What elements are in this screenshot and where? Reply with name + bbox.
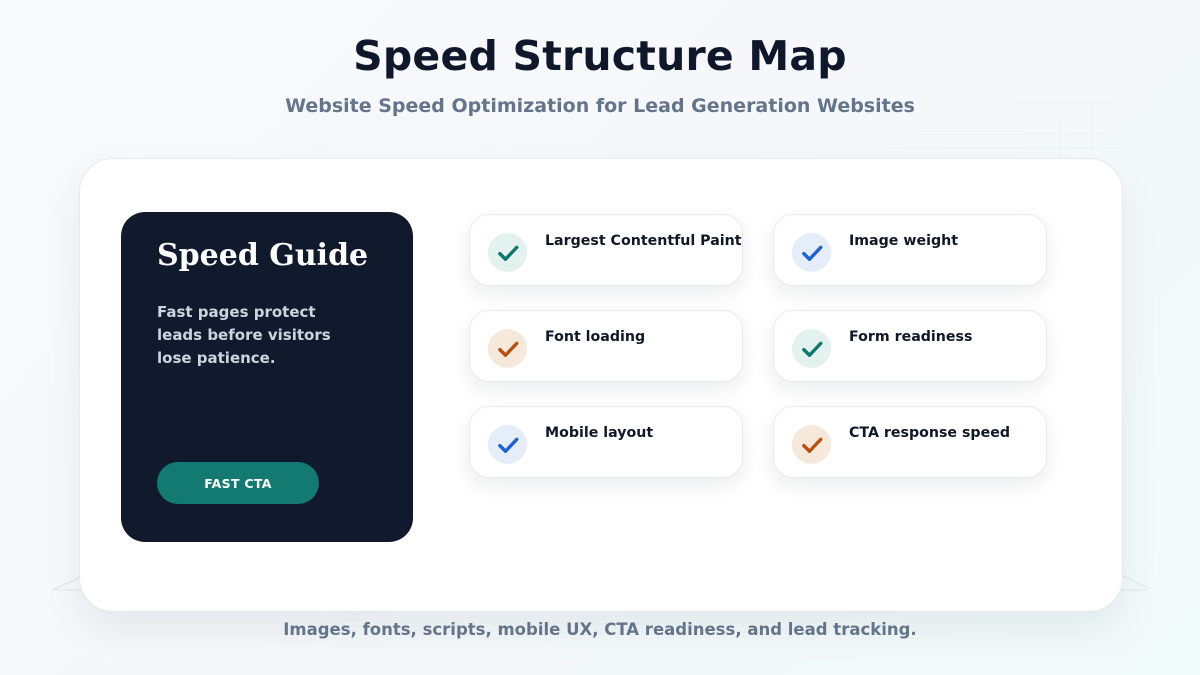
fast-cta-button[interactable]: FAST CTA — [157, 462, 319, 504]
page-subtitle: Website Speed Optimization for Lead Gene… — [285, 95, 915, 117]
check-icon — [488, 329, 527, 368]
check-icon — [792, 329, 831, 368]
feature-image-weight: Image weight — [773, 214, 1047, 286]
feature-label: Font loading — [545, 329, 646, 345]
speed-guide-description: Fast pages protect leads before visitors… — [157, 303, 331, 367]
feature-largest-contentful-paint: Largest Contentful Paint — [469, 214, 743, 286]
feature-form-readiness: Form readiness — [773, 310, 1047, 382]
feature-mobile-layout: Mobile layout — [469, 406, 743, 478]
feature-label: Form readiness — [849, 329, 973, 345]
feature-label: Largest Contentful Paint — [545, 233, 742, 249]
feature-label: CTA response speed — [849, 425, 1010, 441]
check-icon — [488, 233, 527, 272]
page-title: Speed Structure Map — [353, 32, 847, 80]
page-footer-summary: Images, fonts, scripts, mobile UX, CTA r… — [283, 620, 917, 639]
speed-map-card: Speed Guide Fast pages protect leads bef… — [79, 158, 1123, 612]
check-icon — [792, 425, 831, 464]
check-icon — [488, 425, 527, 464]
feature-label: Image weight — [849, 233, 958, 249]
speed-guide-title: Speed Guide — [157, 238, 369, 273]
check-icon — [792, 233, 831, 272]
feature-cta-response-speed: CTA response speed — [773, 406, 1047, 478]
feature-label: Mobile layout — [545, 425, 654, 441]
feature-font-loading: Font loading — [469, 310, 743, 382]
speed-guide-panel: Speed Guide Fast pages protect leads bef… — [121, 212, 413, 542]
